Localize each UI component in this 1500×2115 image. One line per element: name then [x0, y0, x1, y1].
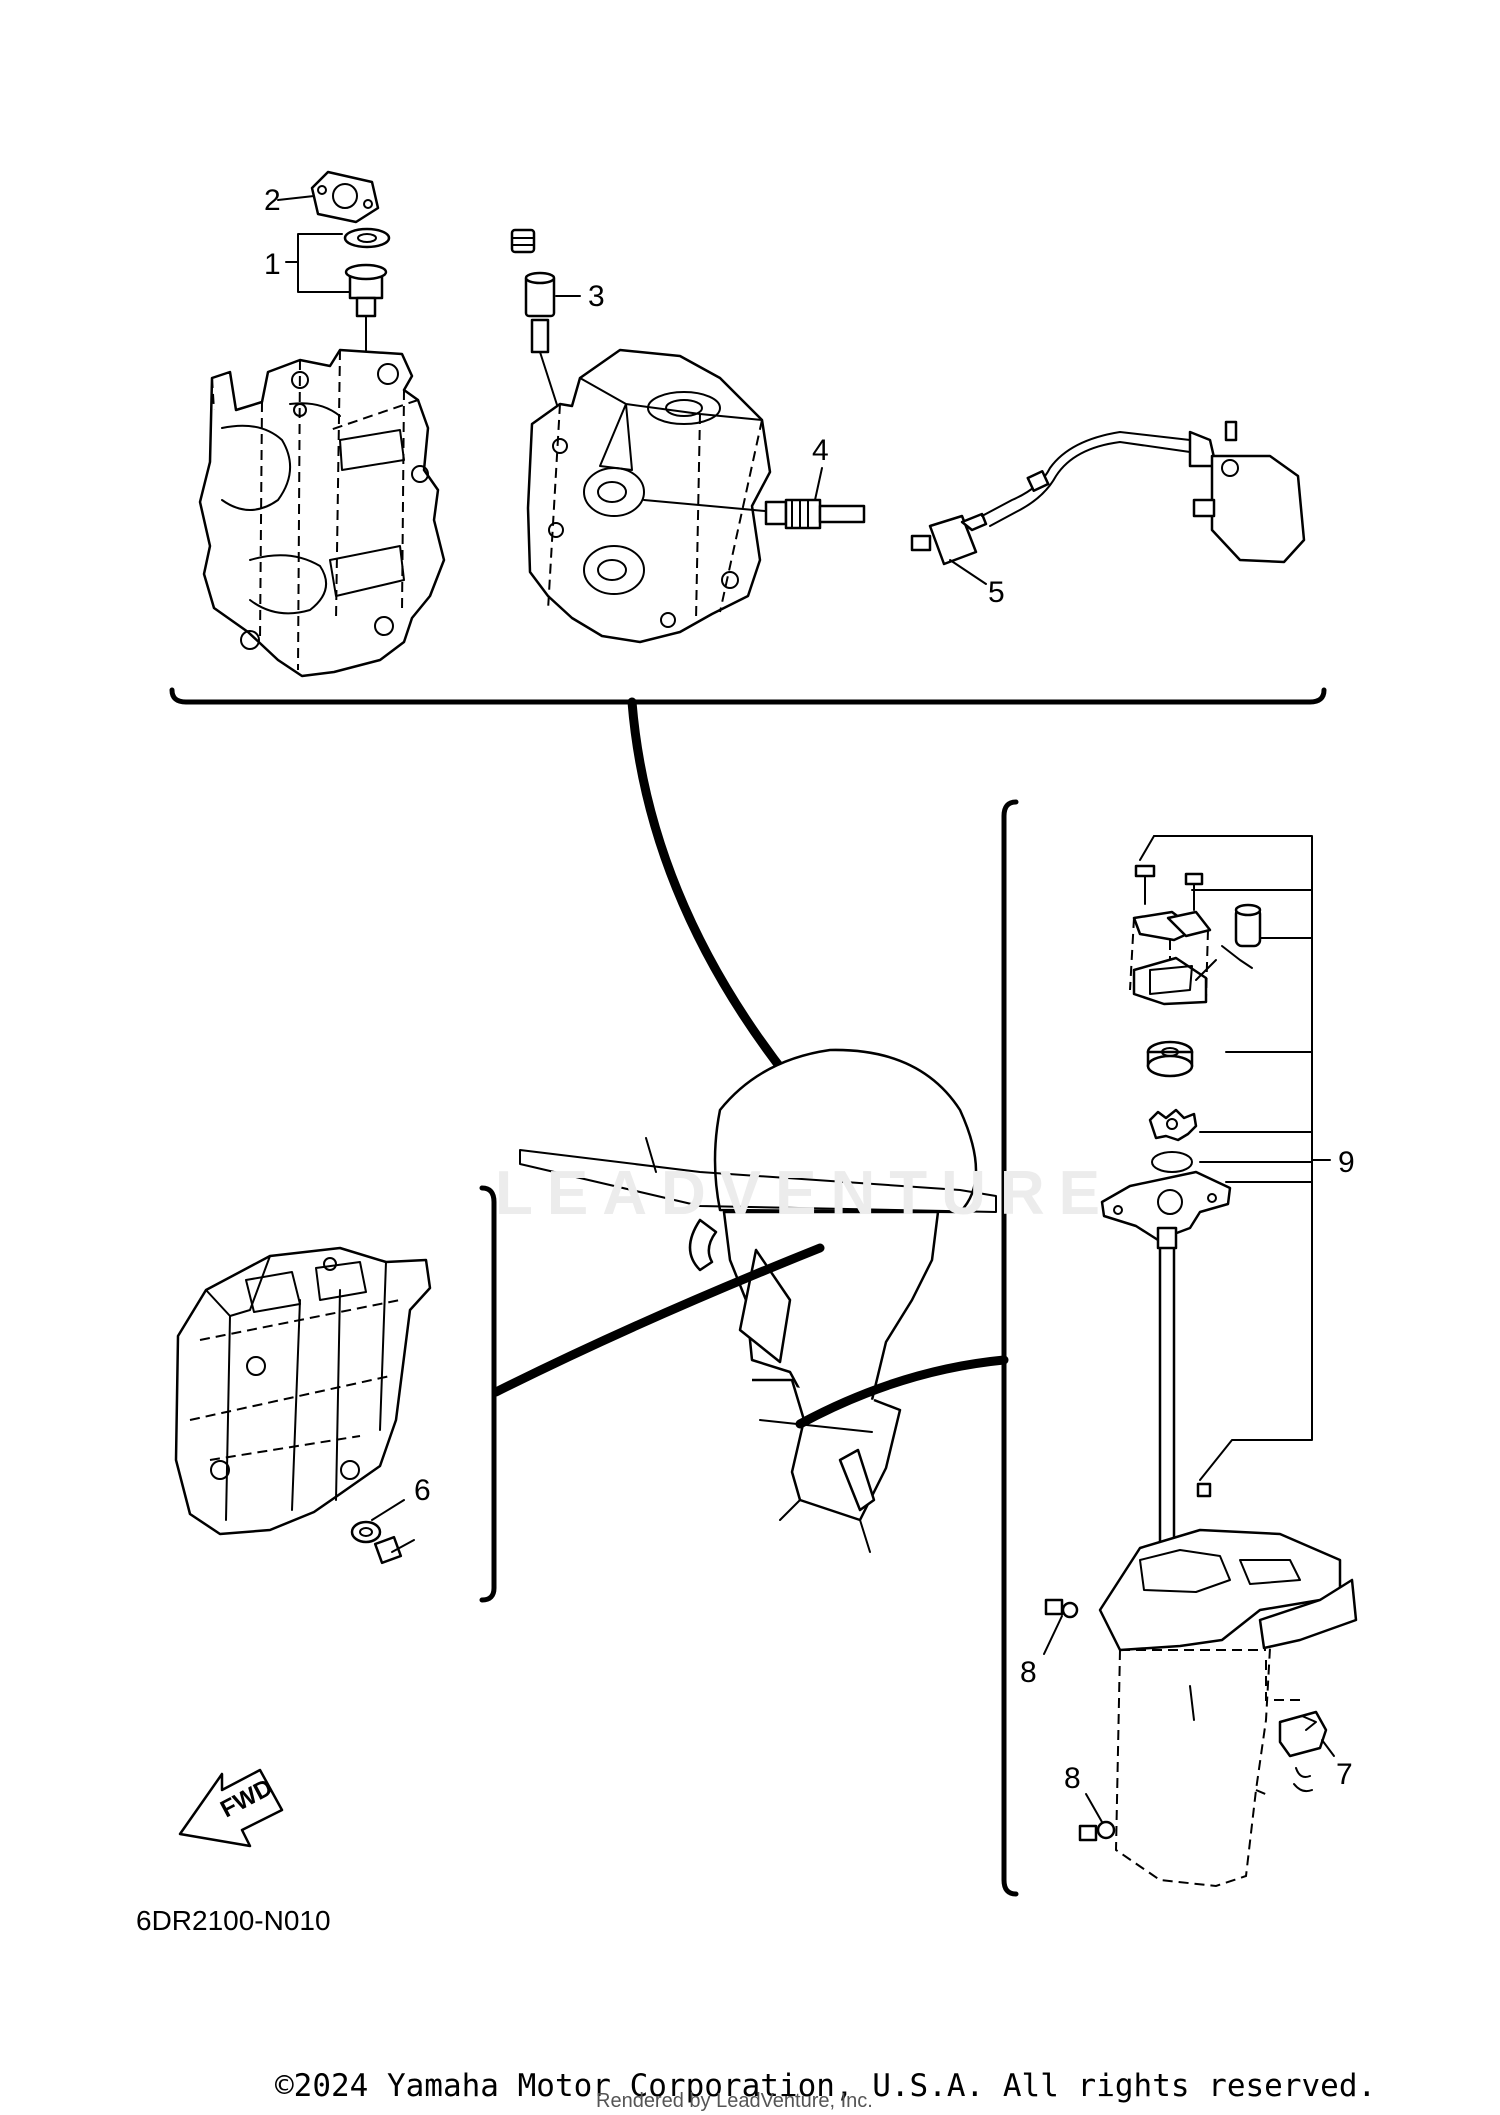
callout-8-lower: 8 — [1064, 1762, 1081, 1795]
thermostat-gasket — [310, 170, 380, 224]
impeller — [1148, 1108, 1198, 1142]
anode — [1278, 1710, 1335, 1793]
top-group — [169, 170, 1327, 705]
water-pump-bolts — [1134, 864, 1204, 911]
copyright-notice: ©2024 Yamaha Motor Corporation, U.S.A. A… — [275, 2068, 1377, 2104]
callout-6: 6 — [414, 1474, 431, 1507]
bolt-and-washer-upper — [1043, 1598, 1079, 1655]
connector-curve-top — [627, 697, 795, 1085]
drive-shaft — [1156, 1226, 1212, 1546]
connector-curve-right — [795, 1355, 1009, 1429]
outer-plate — [1100, 1170, 1232, 1242]
thermostat — [343, 227, 391, 381]
part-code: 6DR2100-N010 — [136, 1905, 331, 1936]
water-pump-housing — [1129, 903, 1262, 1006]
o-ring — [1151, 1151, 1193, 1173]
callout-1: 1 — [264, 248, 281, 281]
fwd-arrow-icon: FWD — [178, 1768, 284, 1848]
callout-2: 2 — [264, 184, 281, 217]
cylinder-head — [526, 348, 777, 644]
cylinder-block — [198, 348, 446, 678]
callout-4: 4 — [812, 434, 829, 467]
callout-5: 5 — [988, 576, 1005, 609]
fuel-filter-and-pump — [910, 420, 1306, 585]
callout-7: 7 — [1336, 1758, 1353, 1791]
rendered-by-notice: Rendered by LeadVenture, Inc. — [596, 2090, 873, 2112]
connector-curve-left — [491, 1243, 825, 1397]
right-bracket — [1001, 799, 1019, 1897]
bolt-and-washer-lower — [1078, 1793, 1116, 1842]
anode-bolt-assembly — [510, 228, 559, 409]
callout-3: 3 — [588, 280, 605, 313]
watermark: LEADVENTURE — [495, 1159, 1115, 1228]
left-bracket — [479, 1185, 497, 1603]
callout-8-upper: 8 — [1020, 1656, 1037, 1689]
spark-plug — [764, 467, 866, 530]
right-group — [1001, 799, 1358, 1897]
drain-bolt-and-gasket — [350, 1499, 415, 1565]
insert-cartridge — [1146, 1040, 1194, 1078]
outboard-motor — [491, 697, 1009, 1553]
lower-unit — [1098, 1528, 1358, 1888]
callout-9: 9 — [1338, 1146, 1355, 1179]
top-bracket — [169, 687, 1327, 705]
left-group — [174, 1185, 497, 1603]
